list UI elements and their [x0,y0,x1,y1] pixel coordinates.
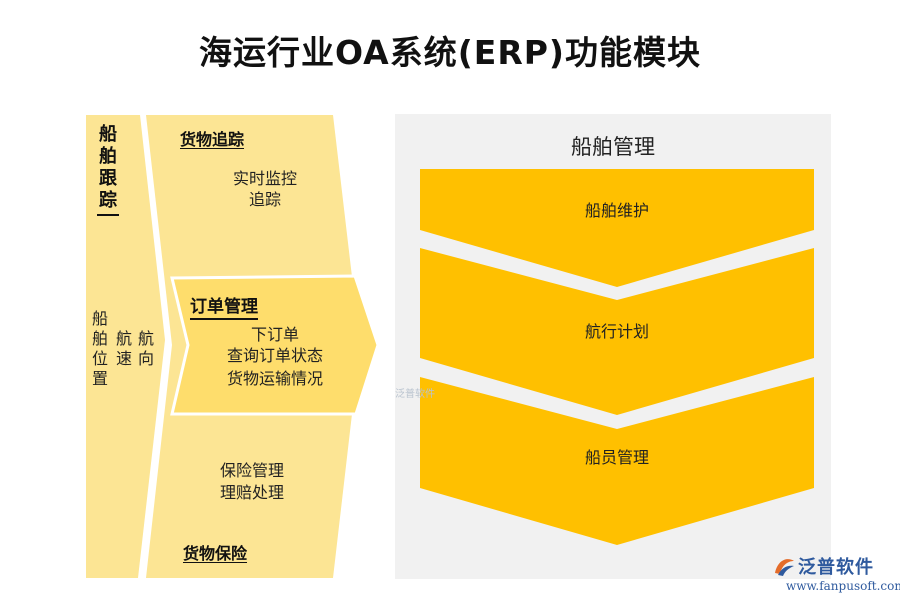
order-item-3: 货物运输情况 [226,369,323,388]
insurance-item-1: 保险管理 [219,461,284,480]
order-item-1: 下订单 [250,325,299,344]
order-management-chevron [170,274,380,416]
step-ship-maintenance: 船舶维护 [584,201,649,220]
ship-tracking-header: 船 舶 跟 踪 [97,124,119,216]
step-voyage-plan: 航行计划 [584,322,649,341]
chevron-crew-management [420,377,814,545]
cargo-tracking-item-2: 追踪 [248,190,281,209]
ship-position-label: 船 舶 位 置 [91,309,108,388]
order-management-header: 订单管理 [190,292,258,320]
chevron-ship-maintenance [420,169,814,287]
cargo-tracking-header: 货物追踪 [180,130,245,149]
ship-heading-label: 航 向 [137,329,154,368]
fanpu-logo: 泛普软件 www.fanpusoft.com [772,553,900,597]
page-title: 海运行业OA系统(ERP)功能模块 [198,33,701,72]
watermark: 泛普软件 [395,389,435,400]
logo-name: 泛普软件 [798,557,874,578]
logo-url: www.fanpusoft.com [786,579,900,593]
ship-speed-label: 航 速 [115,329,132,368]
insurance-item-2: 理赔处理 [219,483,284,502]
cargo-tracking-item-1: 实时监控 [232,169,297,188]
chevron-voyage-plan [420,248,814,415]
fanpu-logo-icon [775,559,794,576]
ship-management-title: 船舶管理 [571,135,655,159]
cargo-insurance-header: 货物保险 [183,544,248,563]
step-crew-management: 船员管理 [584,448,649,467]
ship-tracking-band [86,115,165,578]
order-item-2: 查询订单状态 [226,346,323,365]
